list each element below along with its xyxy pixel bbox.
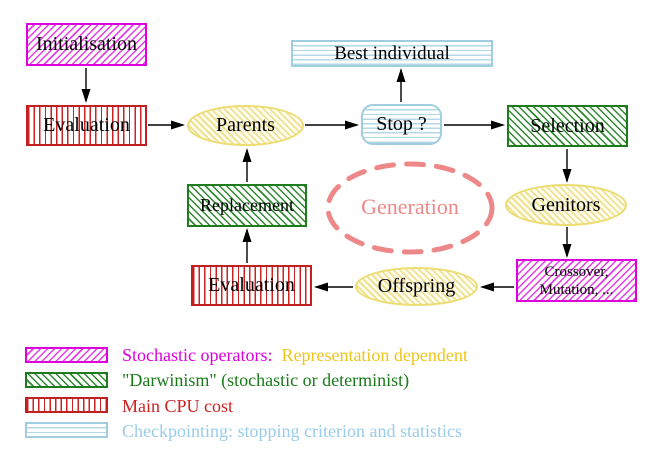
legend-label-checkpointing: Checkpointing: stopping criterion and st… xyxy=(122,421,462,441)
node-evaluation-top: Evaluation xyxy=(26,105,147,146)
legend-row-stochastic: Stochastic operators: Representation dep… xyxy=(122,345,468,366)
node-crossover-line2: Mutation, ... xyxy=(539,281,614,298)
node-offspring: Offspring xyxy=(355,267,478,306)
node-best-individual-label: Best individual xyxy=(334,42,450,64)
node-evaluation-bottom-label: Evaluation xyxy=(208,274,295,296)
node-selection: Selection xyxy=(507,105,628,147)
node-genitors: Genitors xyxy=(505,184,627,226)
legend-swatch-checkpointing xyxy=(25,422,108,438)
node-crossover-mutation: Crossover, Mutation, ... xyxy=(516,259,637,302)
generation-label: Generation xyxy=(361,194,459,219)
node-offspring-label: Offspring xyxy=(377,275,456,297)
node-crossover-line1: Crossover, xyxy=(544,263,609,280)
legend-label-darwinism: "Darwinism" (stochastic or determinist) xyxy=(122,370,410,390)
legend-swatch-cpu-cost xyxy=(25,397,108,413)
node-stop: Stop ? xyxy=(361,104,442,145)
node-genitors-label: Genitors xyxy=(531,193,601,216)
node-stop-label: Stop ? xyxy=(376,113,427,135)
node-best-individual: Best individual xyxy=(291,40,493,67)
legend-swatch-stochastic-operators xyxy=(25,347,108,363)
node-evaluation-top-label: Evaluation xyxy=(43,114,130,136)
node-evaluation-bottom: Evaluation xyxy=(191,265,312,306)
node-selection-label: Selection xyxy=(530,114,605,137)
node-replacement-label: Replacement xyxy=(200,195,294,215)
node-parents: Parents xyxy=(187,105,304,146)
node-replacement: Replacement xyxy=(187,184,307,227)
node-initialisation: Initialisation xyxy=(26,23,147,66)
legend-swatch-darwinism xyxy=(25,372,108,388)
node-initialisation-label: Initialisation xyxy=(35,33,138,55)
node-parents-label: Parents xyxy=(216,114,275,136)
legend-label-cpu-cost: Main CPU cost xyxy=(122,396,234,416)
legend-label-representation: Representation dependent xyxy=(281,345,468,365)
legend-label-stochastic: Stochastic operators: xyxy=(122,345,273,365)
